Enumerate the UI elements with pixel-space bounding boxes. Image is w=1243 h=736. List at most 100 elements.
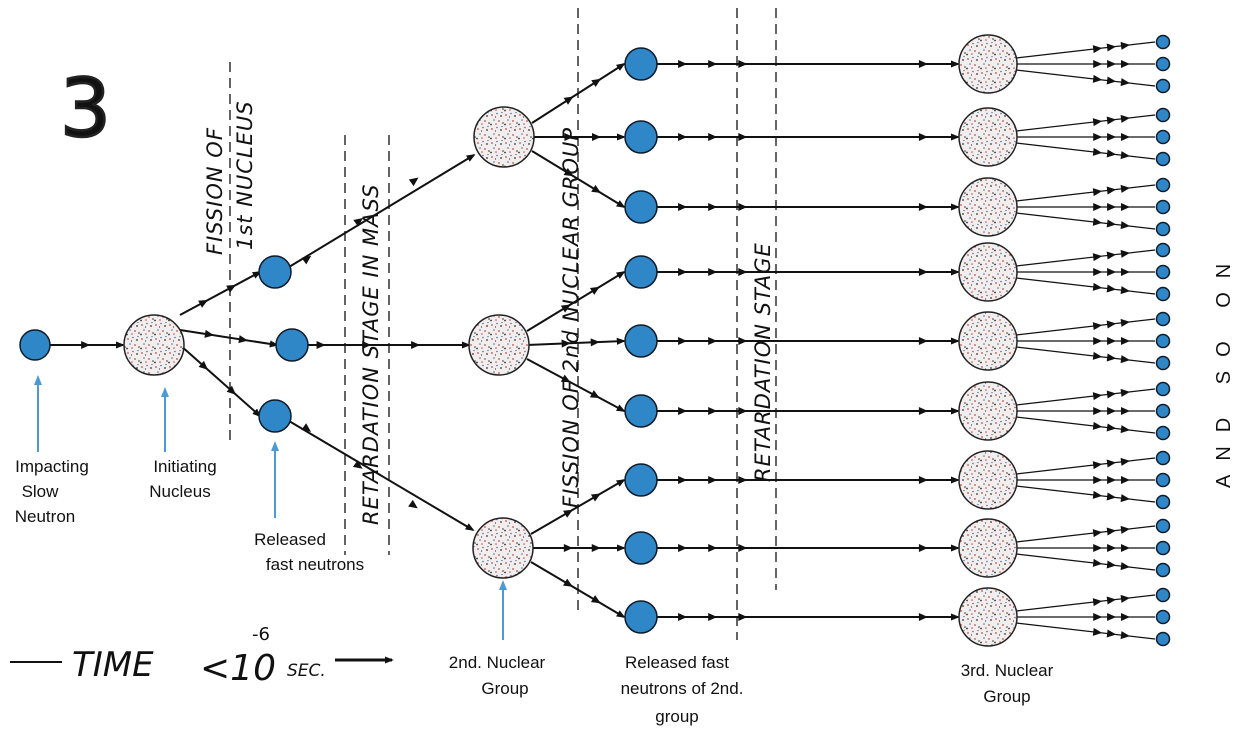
- path-fan-0-1-arrow-1: [1107, 59, 1117, 69]
- path-fan-2-0-arrow-1: [1106, 186, 1117, 195]
- path-fan-5-0-arrow-2: [1120, 388, 1130, 397]
- second-group-nucleus-3: [472, 517, 534, 579]
- released-neutron-1: [258, 255, 292, 289]
- path-fission2-2-1-arrow-0: [563, 543, 573, 553]
- path-fan-3-2-arrow-2: [1120, 286, 1130, 295]
- path-third-0-2-arrow-0: [678, 202, 688, 212]
- path-fan-5-2: [1015, 416, 1156, 434]
- path-fan-1-2: [1015, 142, 1156, 160]
- fan-neutron-0-1: [1155, 56, 1171, 72]
- released-neutron-2nd-2-2: [624, 600, 658, 634]
- fan-neutron-3-2: [1155, 286, 1171, 302]
- path-third-1-0-arrow-1: [708, 267, 718, 277]
- path-fan-4-1-arrow-0: [1093, 336, 1103, 346]
- fan-neutron-1-1: [1155, 129, 1171, 145]
- path-fan-2-2: [1015, 212, 1156, 230]
- path-fan-7-0: [1015, 525, 1156, 543]
- path-third-1-2-arrow-3: [918, 406, 928, 416]
- third-group-nucleus-6: [958, 381, 1018, 441]
- path-third-2-2-arrow-1: [708, 612, 718, 622]
- path-fan-7-0-arrow-2: [1120, 525, 1130, 534]
- path-third-1-0-arrow-3: [918, 267, 928, 277]
- path-fan-6-2-arrow-2: [1120, 494, 1130, 503]
- path-fan-0-0-arrow-0: [1092, 45, 1103, 54]
- fan-neutron-8-0: [1155, 587, 1171, 603]
- path-fan-1-2-arrow-2: [1120, 151, 1130, 160]
- path-fan-8-2: [1015, 622, 1156, 640]
- label-impacting-3: Neutron: [15, 507, 75, 526]
- path-fan-3-1-arrow-2: [1120, 267, 1130, 277]
- path-fan-5-0-arrow-1: [1106, 390, 1117, 399]
- path-fan-7-2-arrow-0: [1092, 558, 1103, 567]
- path-fan-5-2-arrow-0: [1092, 421, 1103, 430]
- path-fan-1-0-arrow-2: [1120, 114, 1130, 123]
- path-fission1-2-arrow-1: [226, 385, 236, 395]
- path-retard-2: [288, 420, 475, 531]
- path-fission2-1-1: [526, 337, 626, 346]
- label-third-group-1: 3rd. Nuclear: [961, 661, 1054, 680]
- path-fan-7-0-arrow-1: [1106, 527, 1117, 536]
- fan-neutron-7-0: [1155, 518, 1171, 534]
- label-impacting-1: Impacting: [15, 457, 89, 476]
- path-fan-5-2-arrow-2: [1120, 425, 1130, 434]
- path-fan-1-0-arrow-1: [1106, 116, 1117, 125]
- path-fan-4-0-arrow-1: [1106, 320, 1117, 329]
- path-retard-1-arrow-1: [362, 340, 372, 350]
- path-third-0-0-arrow-3: [918, 59, 928, 69]
- path-fan-1-0: [1015, 114, 1156, 132]
- path-fission1-0: [179, 271, 262, 316]
- path-fission2-1-1-arrow-0: [561, 339, 571, 348]
- path-fan-7-2-arrow-1: [1106, 560, 1117, 569]
- reaction-nodes: [19, 34, 1171, 647]
- path-fan-4-0-arrow-2: [1120, 318, 1130, 327]
- path-fan-0-1-arrow-0: [1093, 59, 1103, 69]
- third-group-nucleus-7: [958, 450, 1018, 510]
- fan-neutron-2-2: [1155, 221, 1171, 237]
- path-retard-2-arrow-1: [352, 460, 363, 469]
- fan-neutron-8-1: [1155, 609, 1171, 625]
- path-fan-2-0-arrow-0: [1092, 188, 1103, 197]
- path-fan-8-2-arrow-1: [1106, 629, 1117, 638]
- path-fission2-1-0-arrow-1: [589, 286, 600, 295]
- label-released2-1: Released fast: [625, 653, 729, 672]
- time-unit: SEC.: [287, 661, 326, 681]
- path-fission2-0-1-arrow-1: [592, 132, 601, 142]
- released-neutron-3: [258, 399, 292, 433]
- path-fan-0-2: [1015, 69, 1156, 87]
- time-axis: TIME <10 -6 SEC.: [10, 624, 394, 689]
- path-fan-8-2-arrow-2: [1120, 631, 1130, 640]
- stage-fission-1-line1: FISSION OF: [203, 127, 227, 255]
- path-fan-3-2-arrow-1: [1106, 284, 1117, 293]
- fan-neutron-6-1: [1155, 472, 1171, 488]
- pointer-arrows: [34, 375, 507, 640]
- path-third-2-2-arrow-0: [678, 612, 688, 622]
- path-fission2-0-2-arrow-1: [591, 184, 601, 193]
- path-third-1-2-arrow-1: [708, 406, 718, 416]
- path-third-2-0-arrow-2: [738, 475, 748, 485]
- path-impacting-arrow-0: [81, 340, 91, 350]
- fan-neutron-3-1: [1155, 264, 1171, 280]
- path-third-2-1-arrow-2: [738, 543, 748, 553]
- path-fan-0-2-arrow-2: [1120, 78, 1130, 87]
- released-neutron-2: [275, 328, 309, 362]
- label-second-group-1: 2nd. Nuclear: [449, 653, 546, 672]
- path-third-1-2-arrow-0: [678, 406, 688, 416]
- path-fission2-0-1-arrow-0: [564, 132, 574, 142]
- time-lt: <10: [200, 648, 276, 689]
- path-fan-3-0-arrow-2: [1120, 249, 1130, 258]
- fan-neutron-6-2: [1155, 494, 1171, 510]
- path-fan-0-1-arrow-2: [1120, 59, 1130, 69]
- label-second-group-2: Group: [481, 679, 528, 698]
- path-fission2-2-2: [530, 561, 626, 618]
- path-fan-6-0-arrow-2: [1120, 457, 1130, 466]
- fan-neutron-2-1: [1155, 199, 1171, 215]
- path-fan-6-2-arrow-1: [1106, 492, 1117, 501]
- path-fan-8-0: [1015, 594, 1156, 612]
- path-fan-8-0-arrow-1: [1106, 596, 1117, 605]
- label-released2-3: group: [655, 707, 698, 726]
- released-neutron-2nd-1-0: [624, 255, 658, 289]
- fan-neutron-2-0: [1155, 177, 1171, 193]
- path-fan-5-1-arrow-1: [1107, 406, 1117, 416]
- path-fission1-1-arrow-0: [204, 329, 214, 338]
